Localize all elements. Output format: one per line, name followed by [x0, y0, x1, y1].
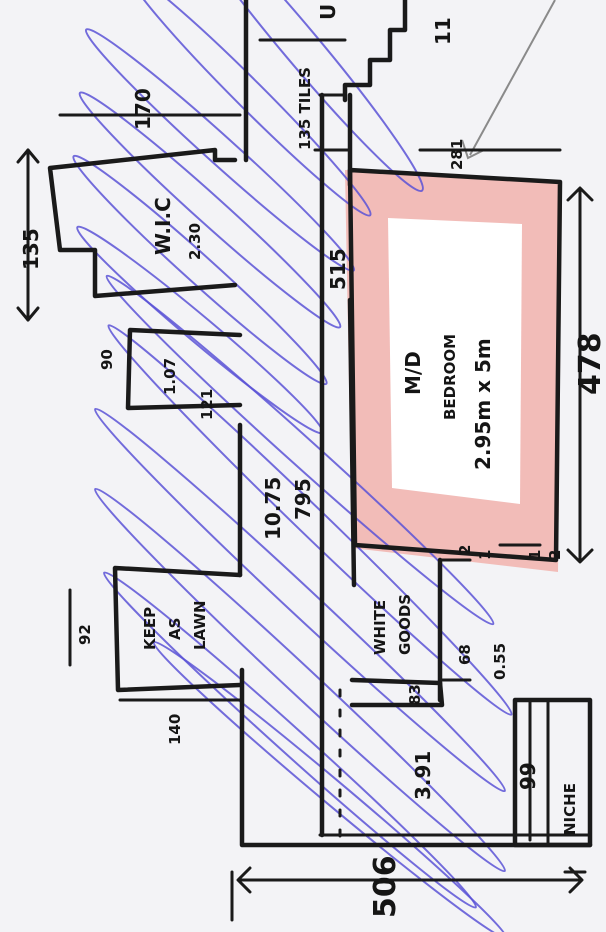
hall-area: 10.75 — [261, 477, 285, 540]
blue-scribbles — [72, 0, 513, 932]
dim-99: 99 — [516, 762, 540, 790]
white-goods-line-2: GOODS — [396, 594, 414, 655]
dim-478: 478 — [573, 332, 606, 395]
top-u-label: U — [316, 4, 340, 20]
dim-795: 795 — [291, 478, 315, 520]
ensuite-area: 1.07 — [161, 358, 179, 395]
bedroom-size: 2.95m x 5m — [471, 338, 495, 470]
dim-121: 121 — [198, 389, 216, 420]
wic-area: 2.30 — [186, 223, 204, 260]
bedroom-subtitle: BEDROOM — [441, 334, 459, 420]
bedroom-highlight — [345, 170, 562, 572]
pointer-arrowhead — [461, 139, 485, 160]
dim-140: 140 — [166, 714, 184, 745]
pointer-line — [469, 0, 556, 156]
dim-170: 170 — [131, 88, 155, 130]
dim-68: 68 — [456, 644, 474, 665]
dim-92: 92 — [76, 624, 94, 645]
niche-label: NICHE — [561, 783, 579, 835]
dim-2-bottom: 2 — [546, 550, 564, 560]
dim-515: 515 — [326, 248, 350, 290]
wic-label: W.I.C — [151, 197, 175, 255]
dim-1-bottom: 1 — [526, 550, 544, 560]
top-11-label: 11 — [431, 17, 455, 45]
bedroom-title: M/D — [401, 351, 425, 395]
dim-90: 90 — [98, 349, 116, 370]
keep-as-lawn-line-2: AS — [166, 618, 184, 640]
dim-281: 281 — [448, 139, 466, 170]
large-area: 3.91 — [411, 751, 435, 800]
dim-1-top: 1 — [476, 550, 494, 560]
dim-83: 83 — [406, 684, 424, 705]
dim-0-55: 0.55 — [491, 643, 509, 680]
dim-2-top: 2 — [456, 545, 474, 555]
dim-506: 506 — [368, 855, 403, 918]
keep-as-lawn-line-3: LAWN — [191, 600, 209, 650]
keep-as-lawn-line-1: KEEP — [141, 607, 159, 650]
dimension-arrows — [16, 38, 594, 922]
white-goods-line-1: WHITE — [371, 600, 389, 655]
walls — [47, 0, 593, 848]
dim-135-left: 135 — [19, 228, 43, 270]
dim-135-tiles: 135 TILES — [296, 67, 314, 150]
